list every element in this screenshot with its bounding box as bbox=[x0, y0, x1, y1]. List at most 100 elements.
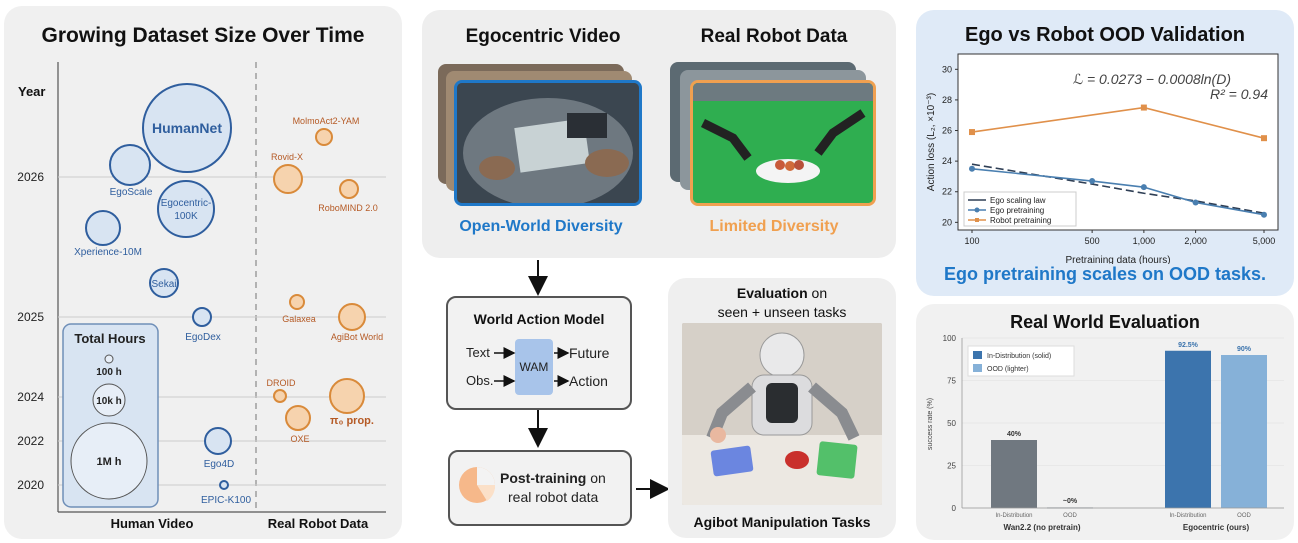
legend-bubble-large bbox=[70, 422, 148, 500]
ego-photo-front bbox=[454, 80, 642, 206]
legend-small-label: 100 h bbox=[96, 367, 122, 378]
year-tick: 2026 bbox=[17, 170, 44, 184]
legend-marker-robot bbox=[975, 218, 979, 222]
bubble-molmoact bbox=[315, 128, 333, 146]
ood-series-line bbox=[971, 163, 1265, 214]
bar bbox=[1165, 350, 1211, 508]
bar-value-label: 90% bbox=[1237, 346, 1252, 353]
ood-r2: R² = 0.94 bbox=[1210, 86, 1268, 102]
ood-line-chart: ℒ = 0.0273 − 0.0008ln(D) R² = 0.94 Actio… bbox=[926, 53, 1279, 264]
ood-y-tick-label: 26 bbox=[942, 126, 952, 136]
robot-scene-illustration bbox=[693, 83, 873, 203]
label-sekai: Sekai bbox=[151, 279, 176, 290]
wam-arrows bbox=[494, 347, 570, 387]
legend-medium-label: 10k h bbox=[96, 396, 122, 407]
bar-sub-label: In-Distribution bbox=[995, 513, 1032, 519]
ood-y-tick-label: 20 bbox=[942, 217, 952, 227]
wam-input-obs: Obs. bbox=[466, 373, 494, 388]
ood-x-tick-label: 100 bbox=[964, 236, 979, 246]
year-axis-label: Year bbox=[18, 84, 45, 99]
ego-caption: Open-World Diversity bbox=[459, 218, 623, 235]
eval-bold: Evaluation bbox=[736, 285, 808, 301]
robot-photo-front bbox=[690, 80, 876, 206]
ood-y-tick-label: 30 bbox=[942, 64, 952, 74]
robot-caption: Limited Diversity bbox=[709, 218, 839, 235]
ood-point bbox=[1140, 184, 1147, 191]
posttrain-line1: Post-training on bbox=[500, 470, 606, 486]
legend-label-ood: OOD (lighter) bbox=[987, 366, 1029, 373]
legend-bubble-medium bbox=[92, 383, 126, 417]
bar bbox=[1221, 355, 1267, 508]
legend-large-label: 1M h bbox=[96, 456, 121, 468]
bubble-droid bbox=[273, 389, 287, 403]
bubble-agibot bbox=[338, 303, 366, 331]
posttrain-on: on bbox=[586, 470, 606, 486]
bubble-xperience bbox=[85, 210, 121, 246]
bar-y-label: success rate (%) bbox=[927, 398, 934, 450]
label-oxe: OXE bbox=[290, 434, 309, 444]
eval-line1: Evaluation on bbox=[668, 285, 896, 301]
label-egocentric-100k-2: 100K bbox=[174, 211, 198, 222]
label-egodex: EgoDex bbox=[185, 332, 221, 343]
ood-x-tick-label: 500 bbox=[1085, 236, 1100, 246]
label-egocentric-100k-1: Egocentric- bbox=[161, 198, 212, 209]
ood-x-tick-label: 2,000 bbox=[1184, 236, 1207, 246]
ood-y-tick-label: 22 bbox=[942, 187, 952, 197]
ood-point bbox=[969, 165, 975, 172]
year-tick: 2022 bbox=[17, 434, 44, 448]
wam-output-future: Future bbox=[569, 345, 610, 361]
ego-scene-illustration bbox=[457, 83, 639, 203]
ood-equation: ℒ = 0.0273 − 0.0008ln(D) bbox=[1073, 71, 1231, 87]
bubble-egoscale bbox=[109, 144, 151, 186]
ood-title: Ego vs Robot OOD Validation bbox=[964, 24, 1246, 46]
ood-point bbox=[1140, 104, 1147, 111]
legend-swatch-ood bbox=[973, 364, 982, 372]
label-pi0: π₀ prop. bbox=[330, 415, 374, 427]
eval-caption: Agibot Manipulation Tasks bbox=[693, 514, 871, 530]
wam-core bbox=[515, 339, 553, 395]
legend-bubble-small bbox=[104, 354, 114, 364]
label-galaxea: Galaxea bbox=[282, 314, 316, 324]
legend-marker-ego bbox=[974, 207, 980, 213]
bar-sub-label: In-Distribution bbox=[1169, 513, 1206, 519]
bubble-epic bbox=[219, 480, 229, 490]
legend-swatch-id bbox=[973, 351, 982, 359]
bar-value-label: 92.5% bbox=[1178, 342, 1199, 349]
bar-y-tick-label: 25 bbox=[947, 462, 956, 471]
eval-line2: seen + unseen tasks bbox=[717, 304, 847, 320]
bubble-oxe bbox=[285, 405, 311, 431]
wam-output-action: Action bbox=[569, 373, 608, 389]
bar-legend bbox=[967, 345, 1075, 377]
bubble-pi0 bbox=[329, 378, 365, 414]
label-egoscale: EgoScale bbox=[110, 187, 153, 198]
label-agibot: AgiBot World bbox=[331, 332, 383, 342]
ood-x-tick-label: 5,000 bbox=[1253, 236, 1276, 246]
ood-point bbox=[1089, 178, 1096, 185]
ego-video-title: Egocentric Video bbox=[465, 26, 621, 47]
ood-caption: Ego pretraining scales on OOD tasks. bbox=[943, 264, 1267, 284]
bar-value-label: ~0% bbox=[1063, 498, 1078, 505]
ood-y-tick-label: 24 bbox=[942, 156, 952, 166]
group-label-wan: Wan2.2 (no pretrain) bbox=[1003, 523, 1080, 532]
ood-point bbox=[1261, 135, 1267, 142]
label-droid: DROID bbox=[267, 378, 297, 388]
bar-y-tick-label: 100 bbox=[943, 334, 957, 343]
bubble-galaxea bbox=[289, 294, 305, 310]
dataset-panel-title: Growing Dataset Size Over Time bbox=[41, 24, 365, 47]
bar-value-label: 40% bbox=[1007, 431, 1022, 438]
bar-y-tick-label: 0 bbox=[952, 504, 957, 513]
label-robomind: RoboMIND 2.0 bbox=[318, 203, 378, 213]
ood-point bbox=[969, 129, 975, 136]
bubble-egodex bbox=[192, 307, 212, 327]
year-tick: 2020 bbox=[17, 478, 44, 492]
pie-icon bbox=[459, 467, 496, 503]
ood-point bbox=[1192, 199, 1199, 206]
label-humannet: HumanNet bbox=[152, 120, 222, 136]
humanoid-illustration bbox=[682, 323, 882, 505]
label-ego4d: Ego4D bbox=[204, 459, 235, 470]
label-epic: EPIC-K100 bbox=[201, 495, 251, 506]
eval-robot-photo bbox=[682, 323, 882, 505]
eval-on: on bbox=[807, 285, 828, 301]
bubble-ego4d bbox=[204, 427, 232, 455]
